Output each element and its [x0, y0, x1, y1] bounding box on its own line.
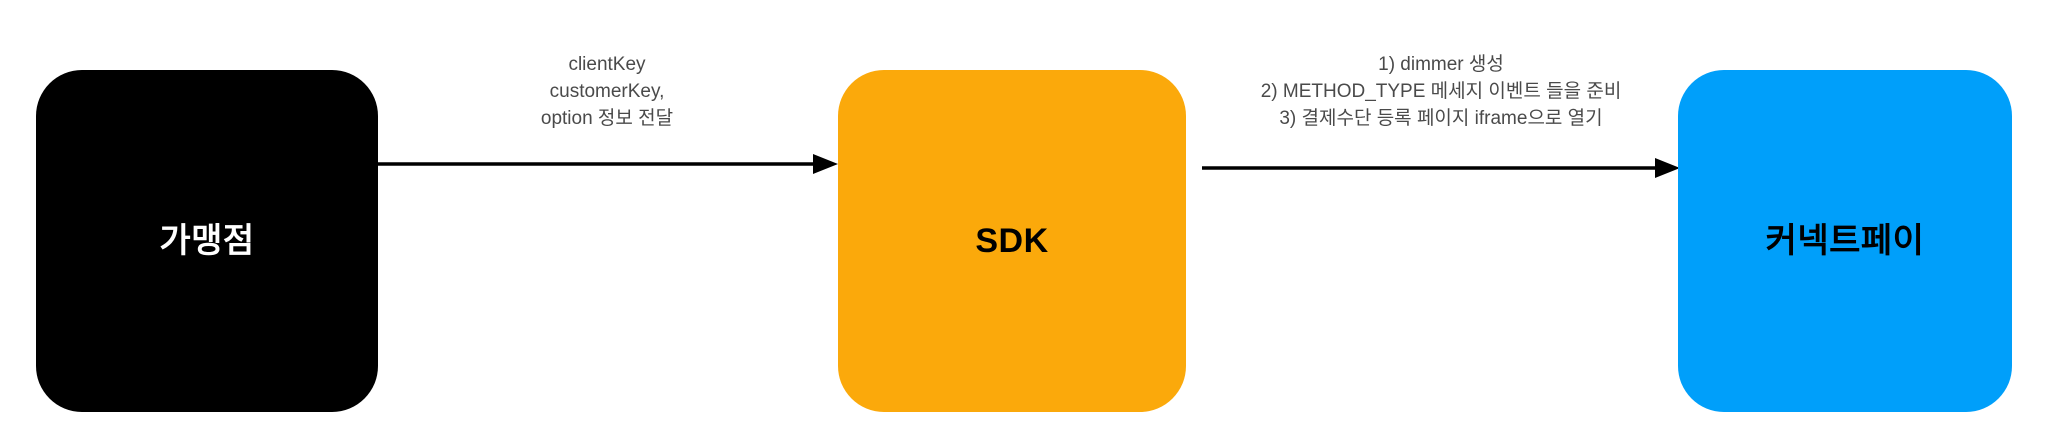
node-sdk[interactable]: SDK: [838, 70, 1186, 412]
node-connectpay[interactable]: 커넥트페이: [1678, 70, 2012, 412]
edge-label-sdk-to-connectpay-line-2: 2) METHOD_TYPE 메세지 이벤트 들을 준비: [1260, 80, 1622, 102]
node-connectpay-label: 커넥트페이: [1765, 222, 1925, 260]
node-merchant[interactable]: 가맹점: [36, 70, 378, 412]
edge-label-sdk-to-connectpay-line-3: 3) 결제수단 등록 페이지 iframe으로 열기: [1279, 107, 1603, 129]
arrow-sdk-to-connectpay: [1202, 158, 1680, 178]
edge-label-merchant-to-sdk: clientKey customerKey, option 정보 전달: [376, 52, 838, 133]
arrow-sdk-to-connectpay-head: [1655, 158, 1680, 178]
edge-label-merchant-to-sdk-line-2: customerKey,: [549, 80, 665, 102]
arrow-merchant-to-sdk-head: [813, 154, 838, 174]
edge-label-merchant-to-sdk-line-1: clientKey: [568, 54, 646, 75]
edge-label-sdk-to-connectpay-line-1: 1) dimmer 생성: [1378, 54, 1504, 75]
arrow-merchant-to-sdk: [376, 154, 838, 174]
node-merchant-label: 가맹점: [159, 222, 255, 260]
node-sdk-label: SDK: [975, 222, 1049, 260]
edge-label-merchant-to-sdk-line-3: option 정보 전달: [540, 107, 674, 129]
edge-label-sdk-to-connectpay: 1) dimmer 생성 2) METHOD_TYPE 메세지 이벤트 들을 준…: [1200, 52, 1682, 133]
